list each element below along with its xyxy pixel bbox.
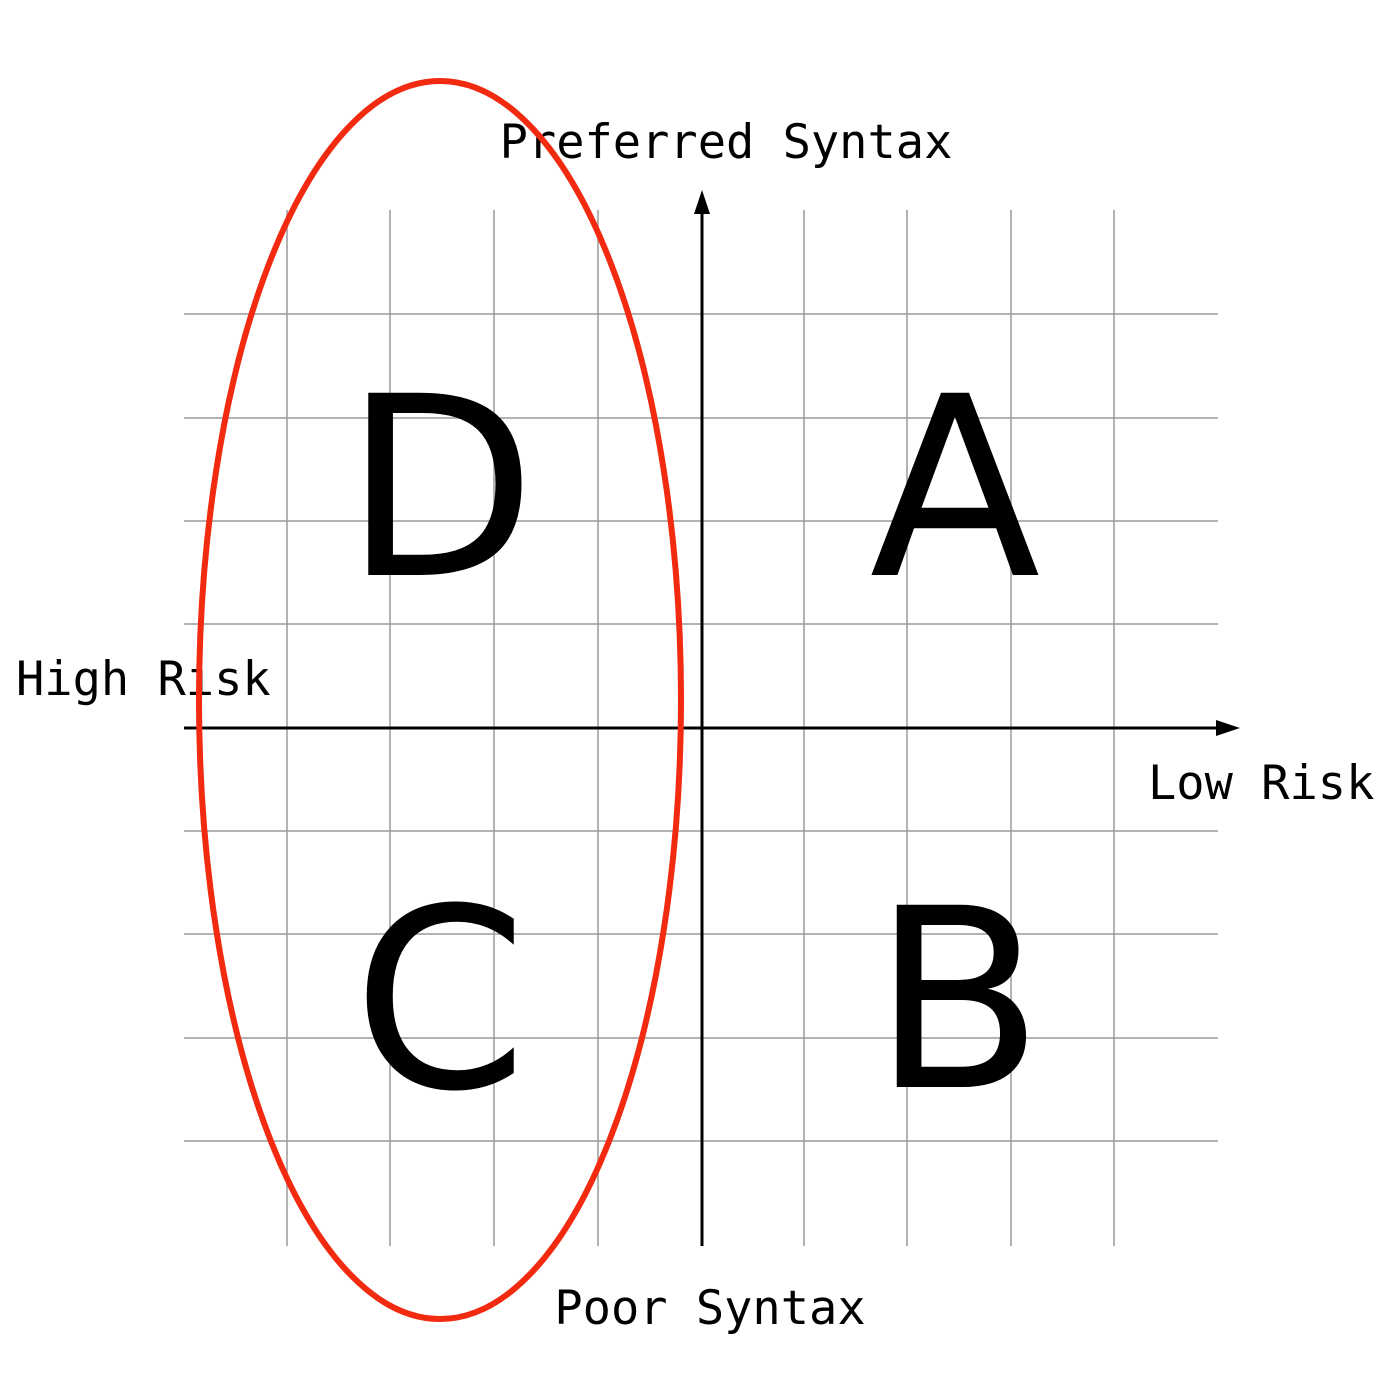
- horizontal-axis-arrowhead: [1216, 720, 1240, 736]
- quadrant-letter-c: C: [353, 855, 528, 1146]
- quadrant-letter-b: B: [872, 855, 1044, 1146]
- axis-label-right: Low Risk: [1148, 756, 1374, 811]
- axis-label-bottom: Poor Syntax: [554, 1281, 865, 1336]
- axis-label-top: Preferred Syntax: [500, 115, 953, 170]
- quadrant-letter-d: D: [344, 343, 537, 634]
- vertical-axis-arrowhead: [694, 190, 710, 214]
- quadrant-letter-a: A: [869, 343, 1040, 634]
- highlight-ellipse: [196, 78, 684, 1322]
- axis-label-left: High Risk: [16, 652, 271, 707]
